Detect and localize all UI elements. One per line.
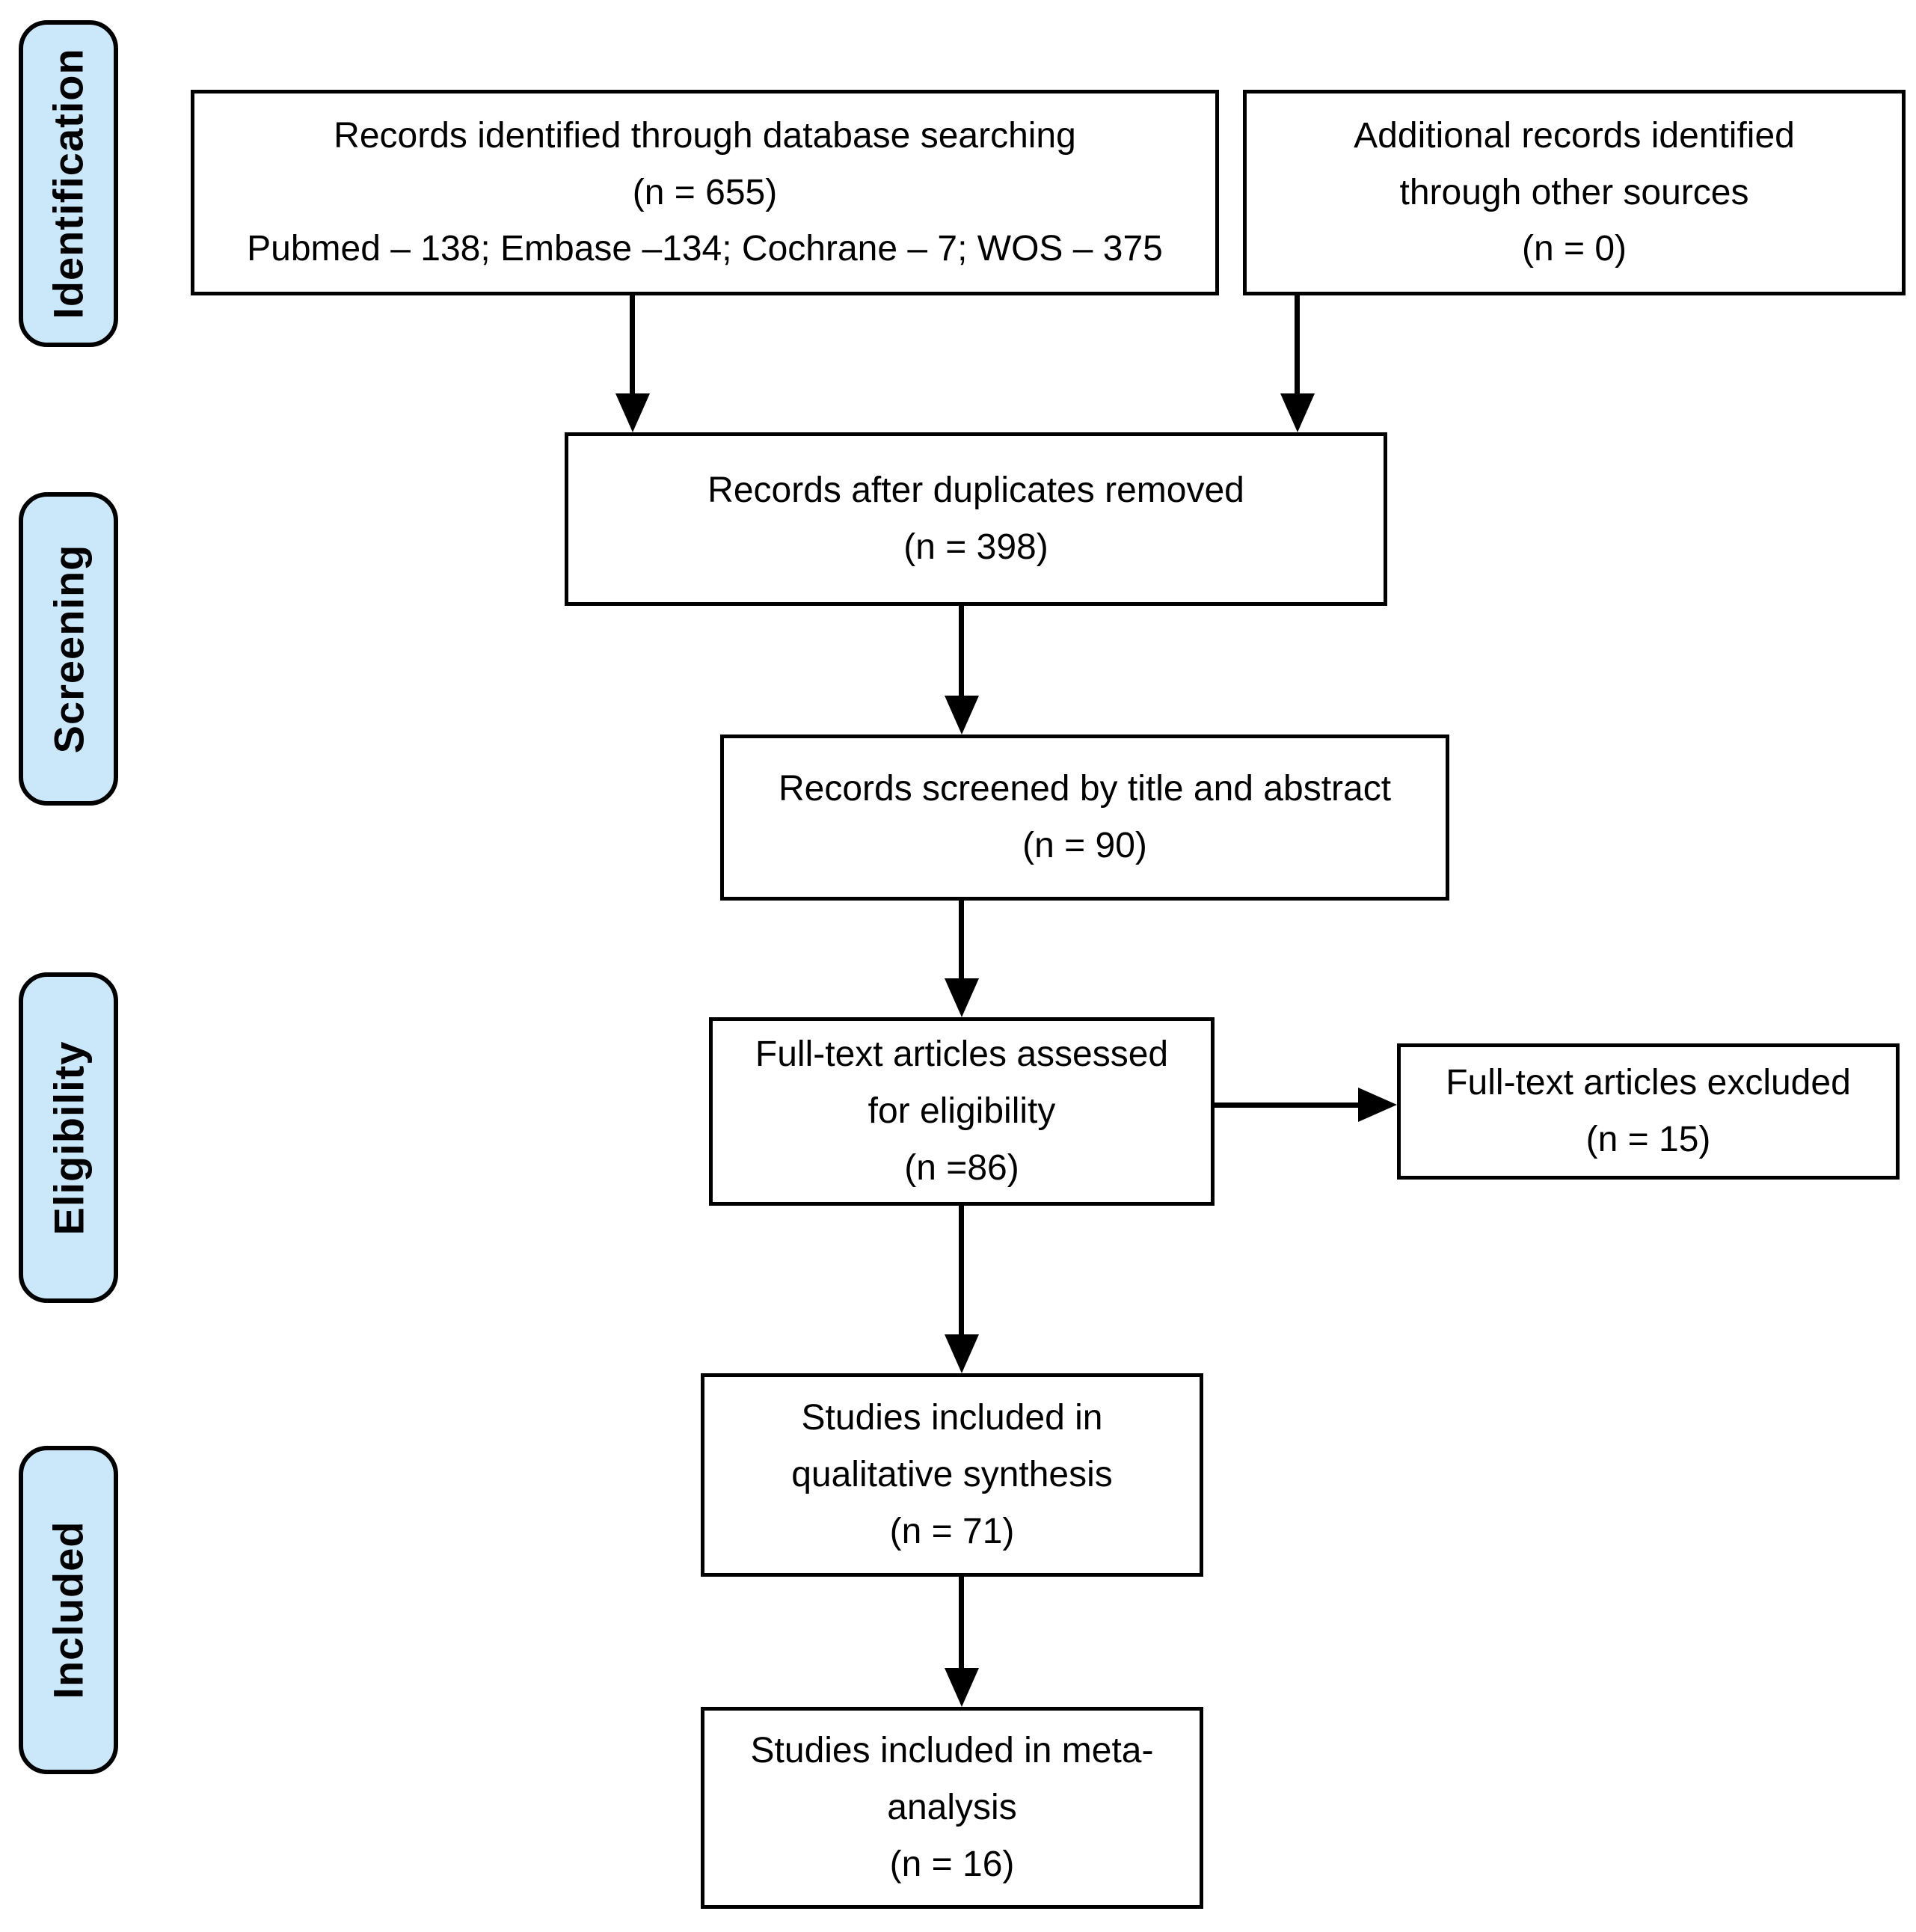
- flow-box-line: (n = 398): [903, 527, 1048, 567]
- arrow-right-icon: [1358, 1088, 1397, 1122]
- flow-box-line: Records screened by title and abstract: [778, 769, 1392, 809]
- arrow-down-icon: [945, 978, 979, 1017]
- flow-box-after-duplicates: Records after duplicates removed (n = 39…: [565, 432, 1387, 606]
- arrow-down-icon: [1280, 393, 1315, 432]
- flow-box-line: (n = 15): [1585, 1120, 1711, 1159]
- arrow-line: [1295, 295, 1300, 396]
- stage-included: Included: [19, 1446, 118, 1774]
- flow-box-line: Studies included in meta-: [750, 1731, 1154, 1771]
- flow-box-records-screened: Records screened by title and abstract (…: [720, 735, 1449, 901]
- flow-box-line: Records after duplicates removed: [707, 470, 1244, 511]
- arrow-down-icon: [615, 393, 650, 432]
- flow-box-line: (n = 655): [632, 172, 778, 212]
- flow-box-line: qualitative synthesis: [791, 1455, 1113, 1495]
- stage-screening-label: Screening: [45, 544, 93, 754]
- arrow-line: [959, 1206, 964, 1337]
- flow-box-line: (n =86): [904, 1147, 1019, 1188]
- flow-box-line: through other sources: [1399, 172, 1749, 212]
- flow-box-qualitative-synthesis: Studies included in qualitative synthesi…: [701, 1373, 1203, 1577]
- arrow-down-icon: [945, 1668, 979, 1707]
- flow-box-line: Full-text articles excluded: [1446, 1063, 1851, 1103]
- flow-box-line: Studies included in: [801, 1398, 1103, 1438]
- stage-included-label: Included: [45, 1521, 93, 1699]
- arrow-down-icon: [945, 1334, 979, 1373]
- flow-box-line: (n = 71): [889, 1511, 1015, 1551]
- flow-box-line: (n = 16): [889, 1844, 1015, 1884]
- flow-box-records-identified: Records identified through database sear…: [191, 90, 1219, 295]
- flow-box-line: analysis: [887, 1788, 1017, 1828]
- arrow-line: [1215, 1103, 1361, 1108]
- flow-box-line: Additional records identified: [1354, 115, 1795, 156]
- arrow-line: [959, 901, 964, 981]
- flow-box-line: Full-text articles assessed: [755, 1034, 1169, 1075]
- arrow-line: [630, 295, 635, 396]
- flow-box-additional-records: Additional records identified through ot…: [1243, 90, 1906, 295]
- stage-identification-label: Identification: [45, 48, 93, 319]
- arrow-line: [959, 606, 964, 699]
- flow-box-line: Records identified through database sear…: [334, 115, 1076, 156]
- stage-eligibility: Eligibility: [19, 972, 118, 1303]
- flow-box-line: (n = 0): [1521, 229, 1627, 269]
- flow-box-fulltext-excluded: Full-text articles excluded (n = 15): [1397, 1043, 1900, 1180]
- arrow-down-icon: [945, 696, 979, 735]
- flow-box-meta-analysis: Studies included in meta- analysis (n = …: [701, 1707, 1203, 1909]
- flow-box-line: (n = 90): [1022, 826, 1147, 865]
- flow-box-fulltext-assessed: Full-text articles assessed for eligibil…: [709, 1017, 1215, 1206]
- flow-box-line: for eligibility: [868, 1091, 1056, 1132]
- flow-box-line: Pubmed – 138; Embase –134; Cochrane – 7;…: [247, 229, 1163, 269]
- arrow-line: [959, 1577, 964, 1671]
- stage-eligibility-label: Eligibility: [45, 1040, 93, 1235]
- stage-screening: Screening: [19, 492, 118, 806]
- stage-identification: Identification: [19, 20, 118, 347]
